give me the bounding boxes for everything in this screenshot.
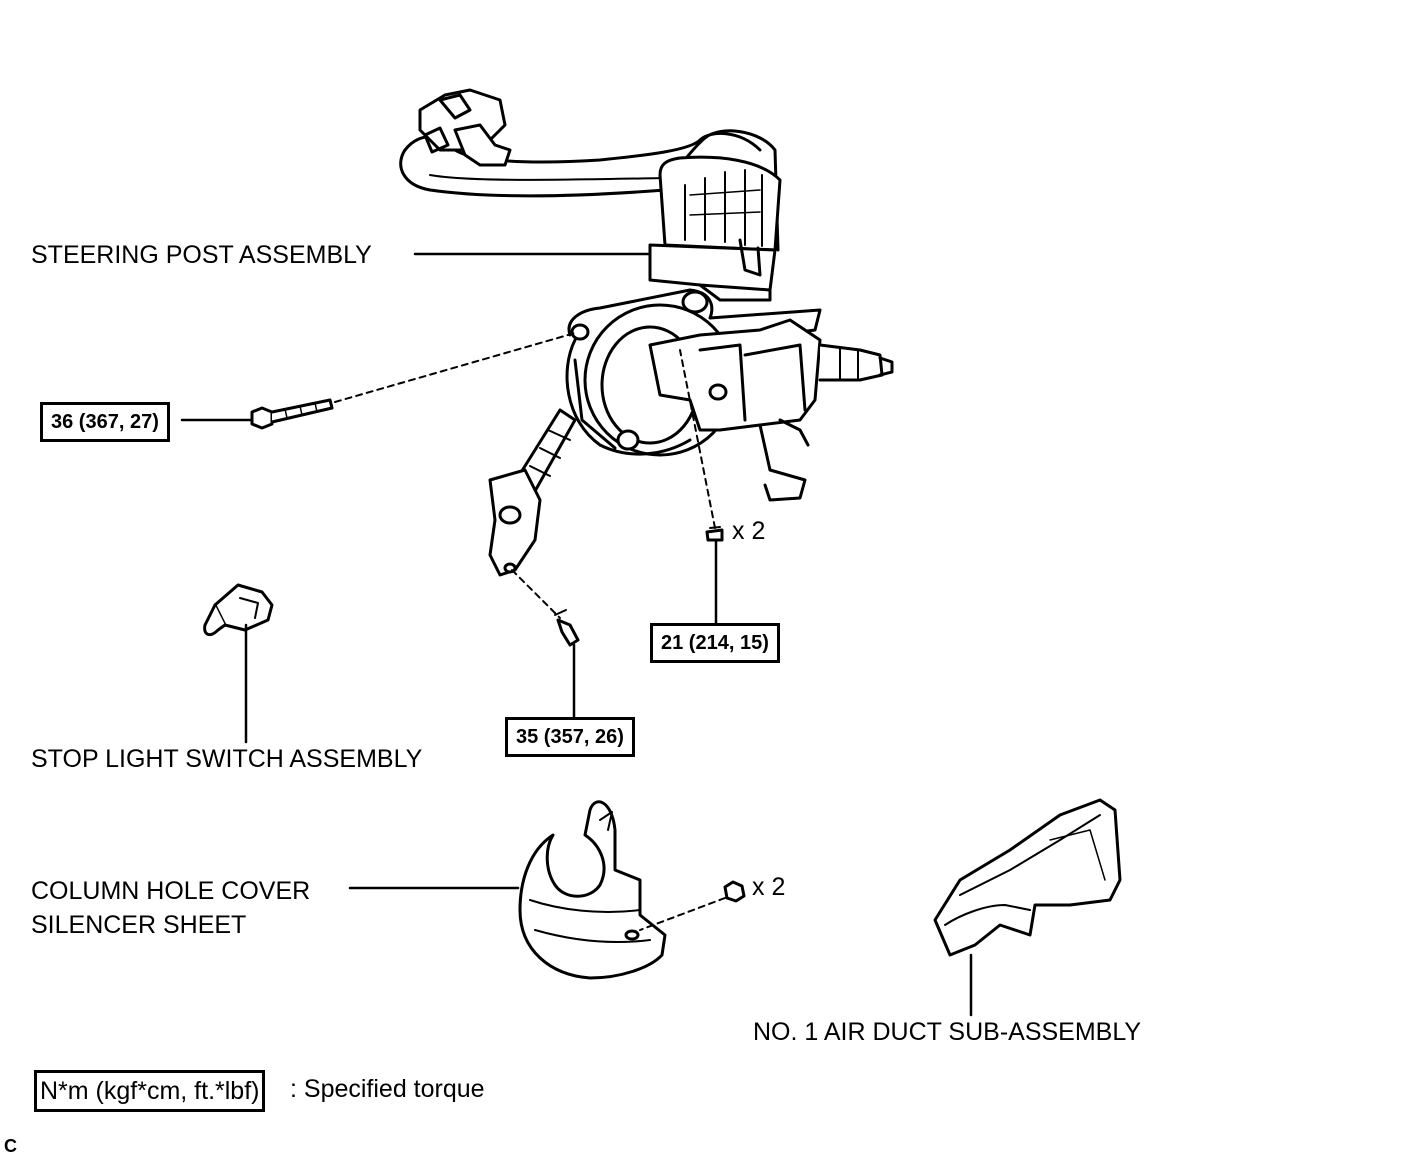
nut-drawing (723, 880, 746, 903)
quantity-nut: x 2 (752, 873, 786, 901)
quantity-bolt-21: x 2 (732, 517, 766, 545)
bolt-21-drawing (705, 526, 724, 542)
torque-box-21: 21 (214, 15) (650, 623, 780, 663)
air-duct-drawing (933, 798, 1122, 957)
column-hole-cover-drawing (518, 800, 667, 980)
torque-box-36: 36 (367, 27) (40, 402, 170, 442)
label-stop-light-switch-assembly: STOP LIGHT SWITCH ASSEMBLY (31, 745, 423, 773)
label-steering-post-assembly: STEERING POST ASSEMBLY (31, 241, 372, 269)
steering-post-assembly-drawing (399, 88, 894, 577)
legend-unit-box: N*m (kgf*cm, ft.*lbf) (34, 1070, 266, 1112)
label-column-hole-cover-line1: COLUMN HOLE COVER (31, 877, 311, 905)
bolt-36-drawing (250, 398, 334, 430)
label-column-hole-cover-line2: SILENCER SHEET (31, 911, 247, 939)
corner-code: C (4, 1136, 17, 1156)
bolt-35-drawing (554, 609, 580, 647)
torque-box-35: 35 (357, 26) (505, 717, 635, 757)
legend-description: : Specified torque (290, 1075, 485, 1103)
label-air-duct-sub-assembly: NO. 1 AIR DUCT SUB-ASSEMBLY (753, 1018, 1142, 1046)
stop-light-switch-drawing (203, 583, 274, 637)
